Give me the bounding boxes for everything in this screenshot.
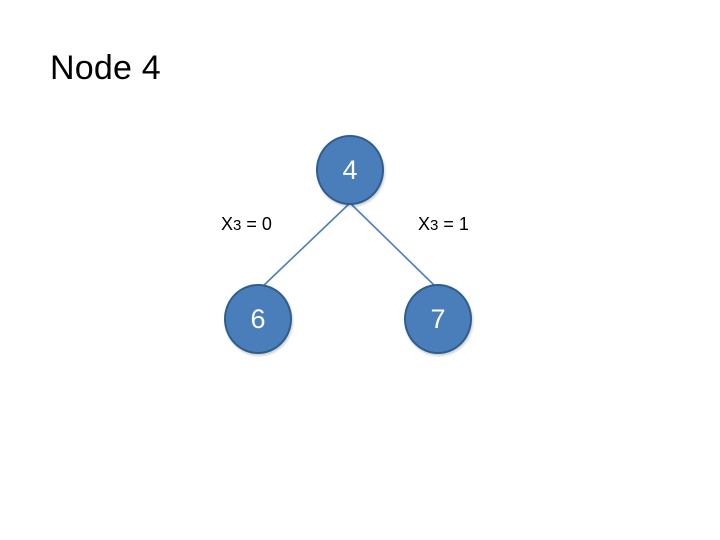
tree-node-right-child-label: 7 xyxy=(430,303,446,334)
edge-label-left-operator: = xyxy=(246,214,257,234)
edge-label-left-variable: X xyxy=(221,214,234,234)
tree-node-right-child[interactable]: 7 xyxy=(404,284,472,354)
edge-label-left: X3 = 0 xyxy=(221,214,272,236)
tree-node-root-label: 4 xyxy=(342,154,358,185)
edge-label-right-subscript: 3 xyxy=(430,217,439,234)
page-title: Node 4 xyxy=(50,49,161,87)
edge-label-left-value: 0 xyxy=(261,214,272,234)
edge-label-right-variable: X xyxy=(418,214,431,234)
edge-label-left-subscript: 3 xyxy=(233,217,242,234)
edge-label-right: X3 = 1 xyxy=(418,214,469,236)
edge-label-right-operator: = xyxy=(443,214,454,234)
edge-line-right xyxy=(349,202,437,288)
edge-line-left xyxy=(261,202,351,288)
tree-node-left-child[interactable]: 6 xyxy=(224,284,292,354)
tree-node-root[interactable]: 4 xyxy=(316,135,384,205)
tree-node-left-child-label: 6 xyxy=(250,303,266,334)
edge-label-right-value: 1 xyxy=(458,214,469,234)
